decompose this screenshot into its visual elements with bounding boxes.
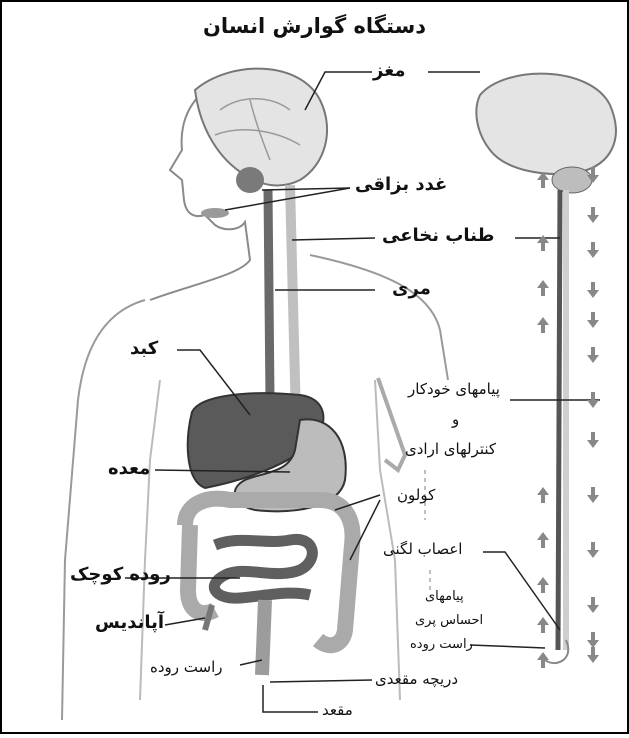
trachea-shape xyxy=(268,190,270,400)
pelvic-nerves-leader xyxy=(483,552,560,630)
label-sensory-line-2: احساس پری xyxy=(415,614,483,627)
label-esophagus: مری xyxy=(392,280,431,298)
spinal-cord-leader-left xyxy=(292,238,375,240)
up-arrow-icon xyxy=(537,532,549,548)
label-salivary-glands: غدد بزاقی xyxy=(355,176,447,194)
down-arrow-icon xyxy=(587,597,599,613)
spinal-cord-shape xyxy=(558,190,560,650)
esophagus-shape xyxy=(290,185,296,420)
up-arrow-icon xyxy=(537,652,549,668)
down-arrow-icon xyxy=(587,632,599,648)
down-arrow-icon xyxy=(587,282,599,298)
label-sensory-line-1: پیامهای xyxy=(425,590,464,603)
up-arrow-icon xyxy=(537,487,549,503)
label-brain: مغز xyxy=(373,62,406,80)
small-intestine-shape xyxy=(214,539,312,598)
label-voluntary-controls: کنترلهای ارادی xyxy=(405,442,496,457)
brain-shape xyxy=(195,69,327,186)
ascending-signal-arrows xyxy=(537,172,549,668)
label-stomach: معده xyxy=(108,460,150,478)
label-and: و xyxy=(452,412,459,427)
page-title: دستگاه گوارش انسان xyxy=(0,16,629,37)
stomach-leader xyxy=(155,470,290,472)
body-outline-left xyxy=(62,300,145,720)
down-arrow-icon xyxy=(587,207,599,223)
rectum-shape xyxy=(262,600,265,675)
salivary-gland-shape xyxy=(236,167,264,193)
label-small-intestine: روده کوچک xyxy=(70,566,171,584)
brainstem-shape xyxy=(552,167,592,193)
label-anal-sphincter: دریچه مقعدی xyxy=(375,672,458,687)
down-arrow-icon xyxy=(587,542,599,558)
down-arrow-icon xyxy=(587,487,599,503)
label-rectum: راست روده xyxy=(150,660,223,675)
sensory-leader xyxy=(470,645,545,648)
down-arrow-icon xyxy=(587,242,599,258)
up-arrow-icon xyxy=(537,317,549,333)
side-brain-shape xyxy=(476,74,616,174)
down-arrow-icon xyxy=(587,432,599,448)
down-arrow-icon xyxy=(587,312,599,328)
label-sensory-line-3: راست روده xyxy=(410,638,473,651)
label-appendix: آپاندیس xyxy=(95,614,164,632)
down-arrow-icon xyxy=(587,647,599,663)
arm-inner-left xyxy=(140,380,160,700)
up-arrow-icon xyxy=(537,617,549,633)
label-colon: کولون xyxy=(397,488,435,503)
label-autonomic-messages: پیامهای خودکار xyxy=(408,382,500,397)
body-outline-right xyxy=(310,255,448,380)
up-arrow-icon xyxy=(537,280,549,296)
ascending-colon-shape xyxy=(188,525,215,613)
label-pelvic-nerves: اعصاب لگنی xyxy=(383,542,462,557)
label-anus: مقعد xyxy=(322,703,353,718)
label-spinal-cord: طناب نخاعی xyxy=(382,227,494,245)
appendix-leader xyxy=(165,618,205,625)
down-arrow-icon xyxy=(587,347,599,363)
down-arrow-icon xyxy=(587,392,599,408)
descending-signal-arrows xyxy=(587,167,599,663)
hand-right xyxy=(378,378,405,470)
anal-sphincter-leader xyxy=(270,680,372,682)
up-arrow-icon xyxy=(537,577,549,593)
salivary-gland-lower-shape xyxy=(201,208,229,218)
anus-leader xyxy=(263,685,318,712)
label-liver: کبد xyxy=(130,340,158,358)
